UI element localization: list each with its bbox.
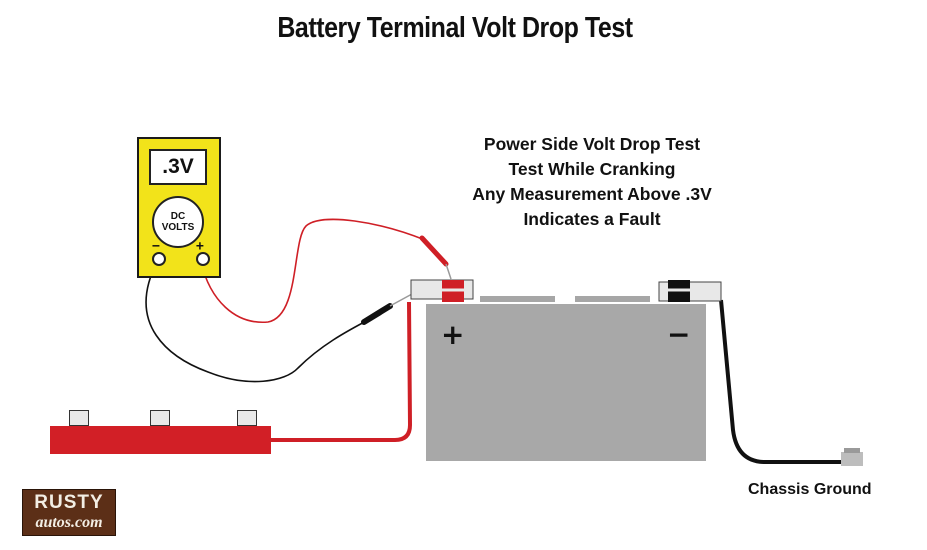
black-probe: [361, 303, 393, 325]
chassis-ground-label: Chassis Ground: [748, 481, 872, 498]
note-line-3: Any Measurement Above .3V: [472, 184, 712, 204]
power-distribution-bar: [50, 426, 271, 454]
note-line-1: Power Side Volt Drop Test: [483, 134, 701, 154]
battery: [426, 304, 706, 461]
note-line-4: Indicates a Fault: [523, 209, 661, 229]
black-probe-tip: [389, 293, 413, 307]
meter-dial-label-dc: DC: [170, 211, 186, 222]
battery-vent-cap-right: [575, 296, 650, 302]
chassis-ground-stud: [841, 452, 863, 466]
test-note: Power Side Volt Drop Test Test While Cra…: [452, 132, 732, 232]
meter-negative-lead: [145, 261, 373, 383]
logo-text-top: RUSTY: [34, 492, 104, 513]
meter-positive-sign: +: [196, 239, 204, 254]
bus-lug-1: [69, 410, 89, 426]
battery-positive-sign: +: [441, 318, 465, 351]
meter-positive-lead: [200, 218, 426, 323]
multimeter: .3V DC VOLTS − +: [137, 137, 221, 278]
positive-cable: [271, 301, 413, 442]
battery-negative-sign: −: [667, 318, 691, 351]
red-probe: [419, 235, 449, 267]
ground-cable: [719, 299, 842, 464]
meter-dial: DC VOLTS: [152, 196, 204, 248]
battery-vent-cap-left: [480, 296, 555, 302]
meter-negative-sign: −: [152, 239, 160, 254]
meter-negative-jack: [152, 252, 166, 266]
diagram-title: Battery Terminal Volt Drop Test: [277, 12, 633, 44]
meter-dial-label-volts: VOLTS: [161, 222, 195, 233]
meter-positive-jack: [196, 252, 210, 266]
rustyautos-logo: RUSTY autos.com: [22, 489, 116, 536]
red-probe-tip: [445, 263, 452, 280]
meter-display: .3V: [149, 149, 207, 185]
logo-text-bottom: autos.com: [35, 514, 103, 531]
bus-lug-3: [237, 410, 257, 426]
bus-lug-2: [150, 410, 170, 426]
note-line-2: Test While Cranking: [508, 159, 676, 179]
